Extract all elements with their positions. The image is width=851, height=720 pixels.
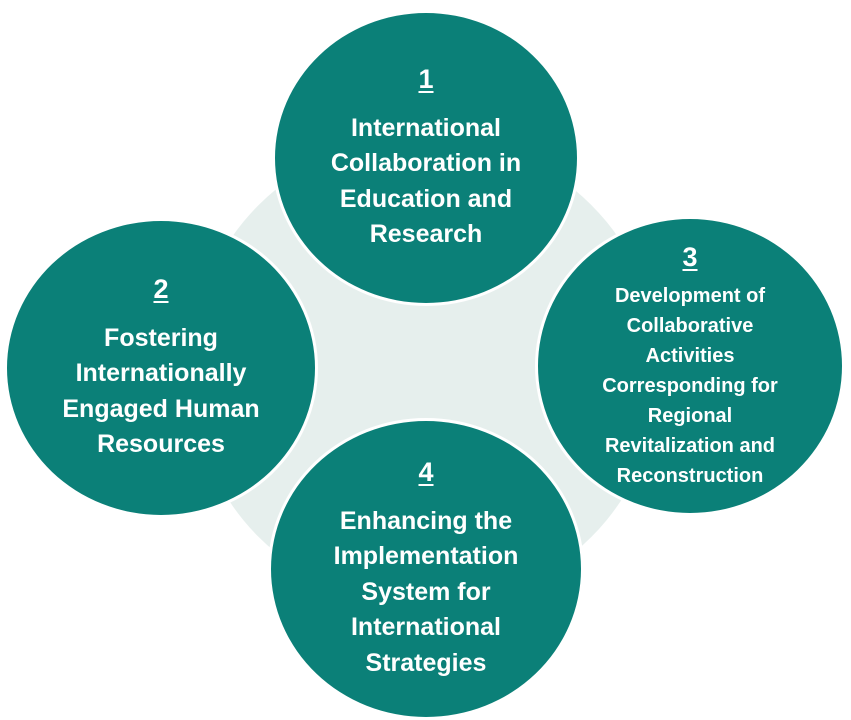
node-regional-revitalization: 3 Development of Collaborative Activitie… [535, 216, 845, 516]
node-number: 1 [418, 63, 434, 94]
node-number: 4 [418, 456, 434, 487]
node-implementation-system: 4 Enhancing the Implementation System fo… [268, 418, 584, 720]
node-international-collaboration: 1 International Collaboration in Educati… [272, 10, 580, 306]
node-label: Enhancing the Implementation System for … [333, 506, 519, 677]
node-label: Development of Collaborative Activities … [602, 284, 778, 487]
node-label: International Collaboration in Education… [330, 113, 522, 249]
node-fostering-human-resources: 2 Fostering Internationally Engaged Huma… [4, 218, 318, 518]
node-number: 2 [153, 273, 169, 304]
node-label: Fostering Internationally Engaged Human … [62, 323, 260, 459]
node-number: 3 [682, 241, 698, 272]
